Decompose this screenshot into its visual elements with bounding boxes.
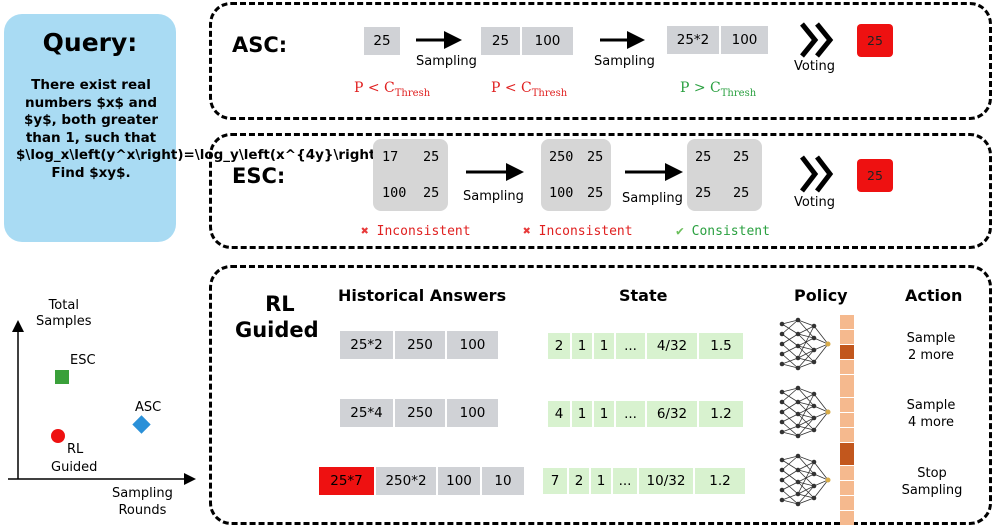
rl-label: RL Guided — [235, 292, 319, 342]
history-cell: 250 — [395, 399, 445, 427]
history-cell: 250 — [395, 331, 445, 359]
history-cell-highlight: 25*7 — [319, 467, 374, 495]
state-cell: 1 — [591, 468, 611, 494]
scatter-xlabel: Sampling Rounds — [112, 486, 173, 518]
policy-output-bar — [840, 383, 854, 458]
neural-network-icon — [779, 317, 831, 371]
asc-panel — [209, 2, 992, 120]
rl-panel — [209, 265, 992, 525]
esc-panel — [209, 133, 992, 249]
history-cell: 250*2 — [376, 467, 436, 495]
esc-status-2: ✖ Inconsistent — [523, 224, 633, 239]
policy-output-square — [840, 451, 854, 465]
esc-grid-3: 25 25 25 25 — [687, 139, 762, 211]
state-cell: 7 — [543, 468, 567, 494]
state-cell: 1.2 — [699, 401, 743, 427]
state-cell: 1 — [594, 333, 614, 359]
policy-output-square — [840, 466, 854, 480]
asc-box-2-a: 25 — [481, 27, 520, 55]
history-cell: 25*4 — [340, 399, 393, 427]
state-cell: 4 — [548, 401, 570, 427]
state-cell: 1.2 — [695, 468, 745, 494]
esc-grid-1: 17 25 100 25 — [373, 139, 448, 211]
policy-output-square — [840, 428, 854, 442]
esc-voting-label: Voting — [794, 195, 836, 210]
esc-label: ESC: — [232, 164, 286, 188]
esc-result: 25 — [857, 159, 893, 192]
state-cell: 1 — [572, 333, 592, 359]
state-cell: 1 — [572, 401, 592, 427]
scatter-ylabel: Total Samples — [36, 298, 92, 329]
esc-marker — [55, 370, 69, 384]
state-cell: 10/32 — [639, 468, 693, 494]
policy-output-square — [840, 398, 854, 412]
asc-condition-3: P > CThresh — [680, 80, 757, 99]
asc-sampling-2: Sampling — [594, 54, 655, 69]
query-title: Query: — [42, 28, 138, 57]
asc-box-3-b: 100 — [721, 26, 768, 54]
asc-condition-2: P < CThresh — [491, 80, 568, 99]
history-cell: 25*2 — [340, 331, 393, 359]
rl-marker — [51, 429, 65, 443]
policy-output-bar — [840, 451, 854, 526]
policy-output-square — [840, 511, 854, 525]
policy-output-square — [840, 413, 854, 427]
neural-network-icon — [779, 453, 831, 507]
history-cell: 10 — [482, 467, 524, 495]
state-cell: 2 — [548, 333, 570, 359]
state-cell: ... — [616, 333, 645, 359]
check-icon: ✔ — [676, 224, 684, 239]
asc-voting-label: Voting — [794, 59, 836, 74]
asc-point-label: ASC — [135, 400, 162, 415]
esc-grid-2: 250 25 100 25 — [541, 139, 611, 211]
policy-output-square — [840, 315, 854, 329]
asc-box-2-b: 100 — [522, 27, 573, 55]
policy-output-square — [840, 330, 854, 344]
asc-marker — [132, 415, 151, 434]
state-cell: 1.5 — [699, 333, 743, 359]
asc-box-1: 25 — [364, 27, 400, 55]
esc-voting-chevron — [800, 155, 834, 193]
state-cell: 2 — [569, 468, 589, 494]
action-text: Sample 4 more — [906, 398, 956, 430]
policy-output-square — [840, 496, 854, 510]
policy-output-bar — [840, 315, 854, 390]
asc-result: 25 — [857, 24, 893, 57]
esc-sampling-1: Sampling — [463, 189, 524, 204]
cross-icon: ✖ — [361, 224, 369, 239]
asc-condition-1: P < CThresh — [354, 80, 431, 99]
state-cell: 6/32 — [647, 401, 697, 427]
policy-output-square — [840, 345, 854, 359]
state-cell: 1 — [594, 401, 614, 427]
policy-output-square — [840, 383, 854, 397]
policy-output-square — [840, 481, 854, 495]
state-cell: ... — [616, 401, 645, 427]
policy-output-square — [840, 360, 854, 374]
historical-header: Historical Answers — [338, 286, 507, 305]
history-cell: 100 — [447, 399, 498, 427]
cross-icon: ✖ — [523, 224, 531, 239]
scatter-axes — [8, 320, 196, 485]
asc-box-3-a: 25*2 — [667, 26, 719, 54]
rl-point-label: RL Guided — [51, 442, 98, 475]
esc-status-3: ✔ Consistent — [676, 224, 770, 239]
action-text: Sample 2 more — [906, 331, 956, 363]
asc-voting-chevron — [800, 22, 834, 58]
history-cell: 100 — [438, 467, 480, 495]
state-cell: ... — [613, 468, 637, 494]
history-cell: 100 — [447, 331, 498, 359]
asc-sampling-1: Sampling — [416, 54, 477, 69]
neural-network-icon — [779, 385, 831, 439]
action-header: Action — [905, 286, 963, 305]
action-text: Stop Sampling — [901, 466, 963, 498]
scatter-sketch: Total Samples ESC ASC RL Guided Sampling… — [0, 290, 200, 520]
state-cell: 4/32 — [647, 333, 697, 359]
state-header: State — [619, 286, 668, 305]
esc-sampling-2: Sampling — [622, 191, 683, 206]
asc-label: ASC: — [232, 33, 288, 57]
esc-point-label: ESC — [70, 353, 96, 368]
policy-header: Policy — [794, 286, 848, 305]
esc-status-1: ✖ Inconsistent — [361, 224, 471, 239]
